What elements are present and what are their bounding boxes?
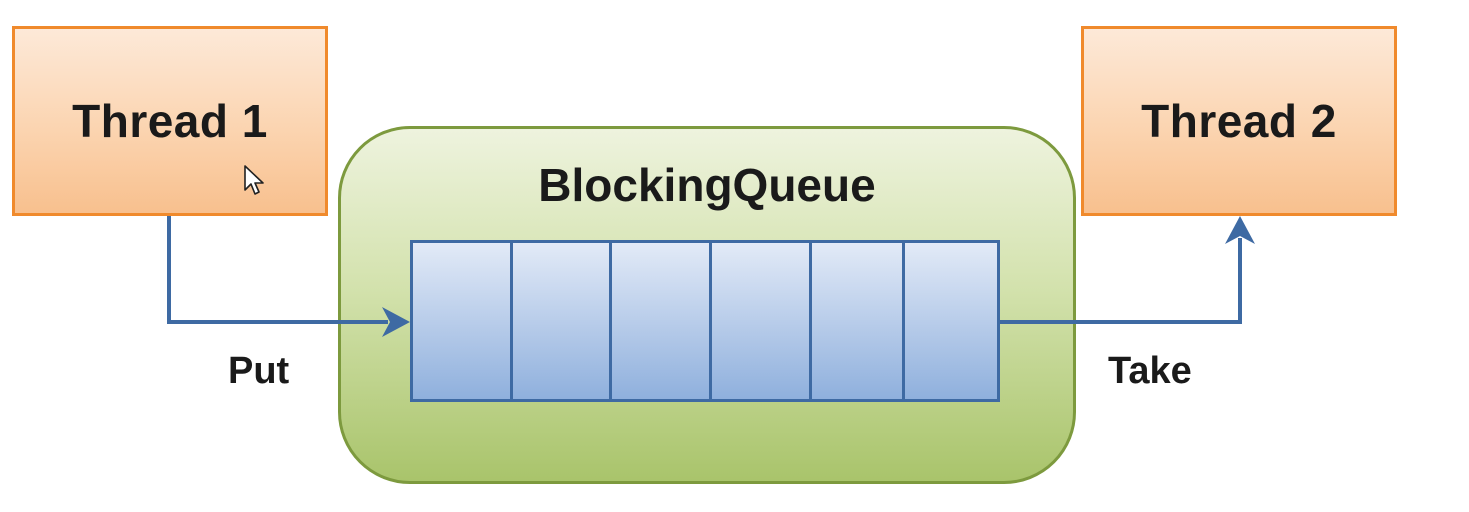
put-edge-label: Put [228,350,290,392]
producer-thread-label: Thread 1 [72,95,268,147]
put-arrowhead [382,307,410,337]
producer-thread-box: Thread 1 [12,26,328,216]
take-arrowhead [1225,216,1255,244]
consumer-thread-box: Thread 2 [1081,26,1397,216]
queue-slot [905,243,997,399]
take-edge-label: Take [1108,350,1192,392]
queue-slot [513,243,612,399]
blocking-queue-label: BlockingQueue [538,159,876,211]
queue-slot [712,243,812,399]
queue-slot [413,243,513,399]
queue-slot [812,243,905,399]
queue-slot [612,243,712,399]
take-arrow-line [1000,238,1242,324]
put-arrow-line [167,216,388,324]
mouse-cursor-icon [244,165,264,195]
queue-slots [410,240,1000,402]
consumer-thread-label: Thread 2 [1141,95,1337,147]
